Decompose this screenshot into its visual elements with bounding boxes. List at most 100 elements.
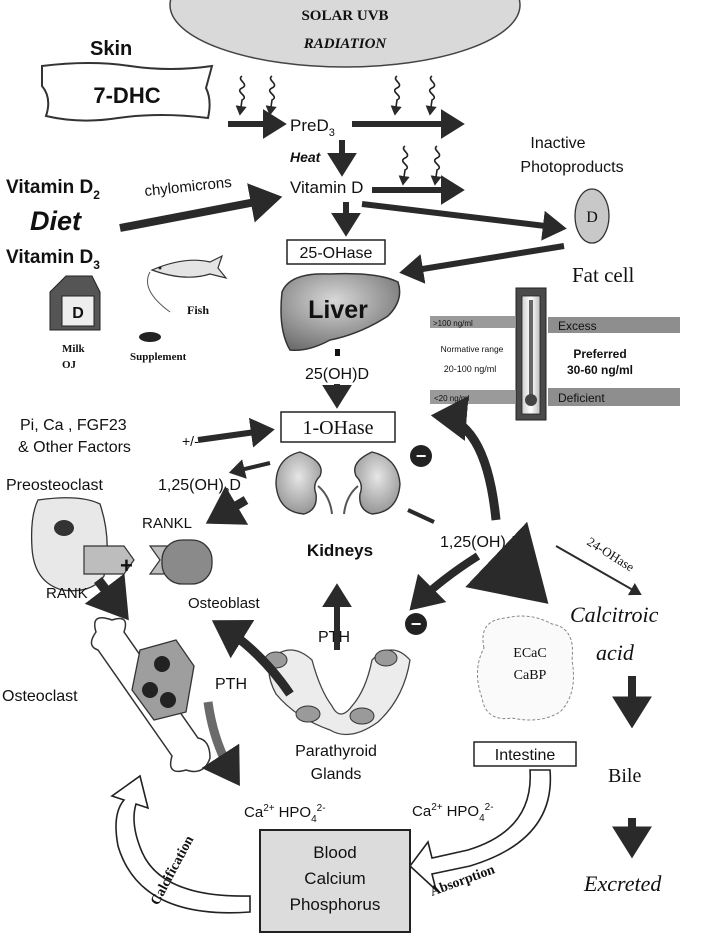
ecac-label: ECaC bbox=[513, 646, 546, 661]
kidneys-icon bbox=[275, 451, 401, 515]
skin-label: Skin bbox=[90, 38, 132, 60]
svg-text:D: D bbox=[72, 305, 84, 322]
arrow-osteoclast-to-blood bbox=[201, 701, 240, 787]
arrow-rank-to-osteoclast bbox=[84, 573, 129, 621]
excreted-label: Excreted bbox=[583, 871, 662, 896]
factors-line1: Pi, Ca , FGF23 bbox=[20, 417, 127, 434]
calcitroic-line1: Calcitroic bbox=[570, 602, 659, 627]
uv-radiation-icons bbox=[235, 75, 442, 186]
arrow-kidney-to-125ohd-left bbox=[228, 459, 271, 479]
arrow-125ohd-to-intestine bbox=[465, 521, 549, 604]
kidneys-label: Kidneys bbox=[307, 541, 373, 560]
vitamin-d-label: Vitamin D bbox=[290, 178, 363, 197]
factors-sign: +/- bbox=[182, 433, 199, 449]
osteoclast-label: Osteoclast bbox=[2, 688, 78, 705]
plus-sign: + bbox=[120, 553, 133, 578]
calcification-arrow bbox=[110, 774, 251, 914]
svg-text:−: − bbox=[416, 446, 427, 466]
svg-text:−: − bbox=[411, 614, 422, 634]
preosteoclast-label: Preosteoclast bbox=[6, 477, 103, 494]
calcitroic-line2: acid bbox=[596, 640, 635, 665]
fish-icon bbox=[147, 254, 228, 313]
blood-calcium-phosphorus-box bbox=[259, 829, 411, 933]
inactive-photoproducts-line2: Photoproducts bbox=[520, 159, 623, 176]
osteoclast-cell-icon bbox=[131, 639, 195, 721]
factors-line2: & Other Factors bbox=[18, 439, 131, 456]
supplement-pill-icon bbox=[139, 332, 161, 342]
vitamin-d2-label: Vitamin D2 bbox=[6, 177, 100, 202]
gauge-deficient-range: <20 ng/ml bbox=[434, 394, 470, 403]
pth-left-label: PTH bbox=[215, 676, 247, 693]
blood-line1: Blood bbox=[313, 843, 356, 862]
gauge-excess-range: >100 ng/ml bbox=[433, 319, 473, 328]
pred3-label: PreD3 bbox=[290, 116, 335, 139]
solar-uvb-source: SOLAR UVB RADIATION bbox=[169, 0, 521, 68]
inhibition-icon-1: − bbox=[410, 445, 432, 467]
sun-label-line1: SOLAR UVB bbox=[301, 8, 388, 24]
parathyroid-line2: Glands bbox=[311, 766, 362, 783]
blood-line2: Calcium bbox=[304, 869, 365, 888]
osteoblast-label: Osteoblast bbox=[188, 595, 261, 612]
oj-label: OJ bbox=[62, 359, 77, 371]
gauge-normative-range: 20-100 ng/ml bbox=[444, 364, 497, 374]
arrow-fat-cell-to-liver bbox=[399, 243, 565, 284]
svg-text:D: D bbox=[586, 209, 598, 226]
chylomicrons-label: chylomicrons bbox=[144, 174, 233, 200]
bile-label: Bile bbox=[608, 765, 641, 787]
cabp-label: CaBP bbox=[514, 668, 547, 683]
arrow-125ohd-to-osteoblast bbox=[205, 486, 249, 525]
fish-label: Fish bbox=[187, 303, 209, 317]
gauge-excess-label: Excess bbox=[558, 319, 597, 333]
arrow-factors-to-1ohase bbox=[197, 417, 275, 448]
1-ohase-label: 1-OHase bbox=[302, 417, 373, 439]
gauge-preferred-label: Preferred bbox=[573, 347, 626, 361]
gauge-normative-label: Normative range bbox=[441, 344, 504, 354]
gauge-preferred-range: 30-60 ng/ml bbox=[567, 363, 633, 377]
liver-icon: Liver bbox=[280, 272, 401, 352]
arrow-pth-to-osteoblast bbox=[211, 620, 294, 697]
25-ohase-label: 25-OHase bbox=[300, 245, 373, 262]
milk-carton-icon: D bbox=[49, 275, 101, 331]
25-ohase-box bbox=[286, 239, 386, 265]
fat-cell-label: Fat cell bbox=[572, 263, 635, 287]
vitamin-d-level-gauge: >100 ng/ml Excess Normative range 20-100… bbox=[430, 287, 680, 421]
diet-label: Diet bbox=[30, 206, 82, 236]
arrow-125ohd-feedback-1ohase bbox=[430, 396, 501, 521]
inhibition-icon-2: − bbox=[405, 613, 427, 635]
rank-rankl-complex bbox=[83, 539, 213, 585]
arrow-kidney-to-125ohd-right bbox=[407, 508, 435, 524]
rank-label: RANK bbox=[46, 585, 88, 602]
pathway-arrows bbox=[84, 109, 652, 859]
arrow-diet-to-vitamin-d bbox=[119, 183, 283, 232]
intestine-label: Intestine bbox=[495, 747, 556, 764]
inactive-photoproducts-line1: Inactive bbox=[530, 135, 585, 152]
1-ohase-box bbox=[280, 411, 396, 443]
parathyroid-glands-icon bbox=[264, 649, 411, 736]
blood-line3: Phosphorus bbox=[290, 895, 381, 914]
ca-hpo-left-label: Ca2+HPO42- bbox=[244, 803, 326, 825]
skin-7dhc-box: 7-DHC bbox=[41, 62, 214, 122]
supplement-label: Supplement bbox=[130, 351, 187, 363]
ca-hpo-right-label: Ca2+HPO42- bbox=[412, 802, 494, 824]
intestine-box bbox=[473, 741, 577, 767]
7dhc-label: 7-DHC bbox=[93, 83, 160, 108]
milk-label: Milk bbox=[62, 343, 85, 355]
intestine-icon bbox=[477, 615, 574, 721]
fat-cell-icon bbox=[574, 188, 610, 244]
24-ohase-label: 24-OHase bbox=[584, 534, 637, 575]
125ohd-right-label: 1,25(OH)2D bbox=[440, 534, 523, 555]
gauge-deficient-label: Deficient bbox=[558, 391, 605, 405]
liver-label: Liver bbox=[308, 296, 368, 324]
liver-connector bbox=[335, 349, 340, 356]
arrow-125ohd-inhibit-pth bbox=[409, 552, 481, 611]
rankl-label: RANKL bbox=[142, 515, 192, 532]
25ohd-label: 25(OH)D bbox=[305, 366, 369, 383]
preosteoclast-cell-icon bbox=[30, 497, 108, 592]
vitamin-d3-label: Vitamin D3 bbox=[6, 247, 100, 272]
absorption-arrow bbox=[408, 769, 552, 893]
arrow-125ohd-to-calcitroic bbox=[555, 545, 642, 596]
125ohd-left-label: 1,25(OH)2D bbox=[158, 477, 241, 498]
arrow-vitd-to-fat-cell bbox=[361, 201, 567, 241]
sun-label-line2: RADIATION bbox=[303, 36, 388, 52]
